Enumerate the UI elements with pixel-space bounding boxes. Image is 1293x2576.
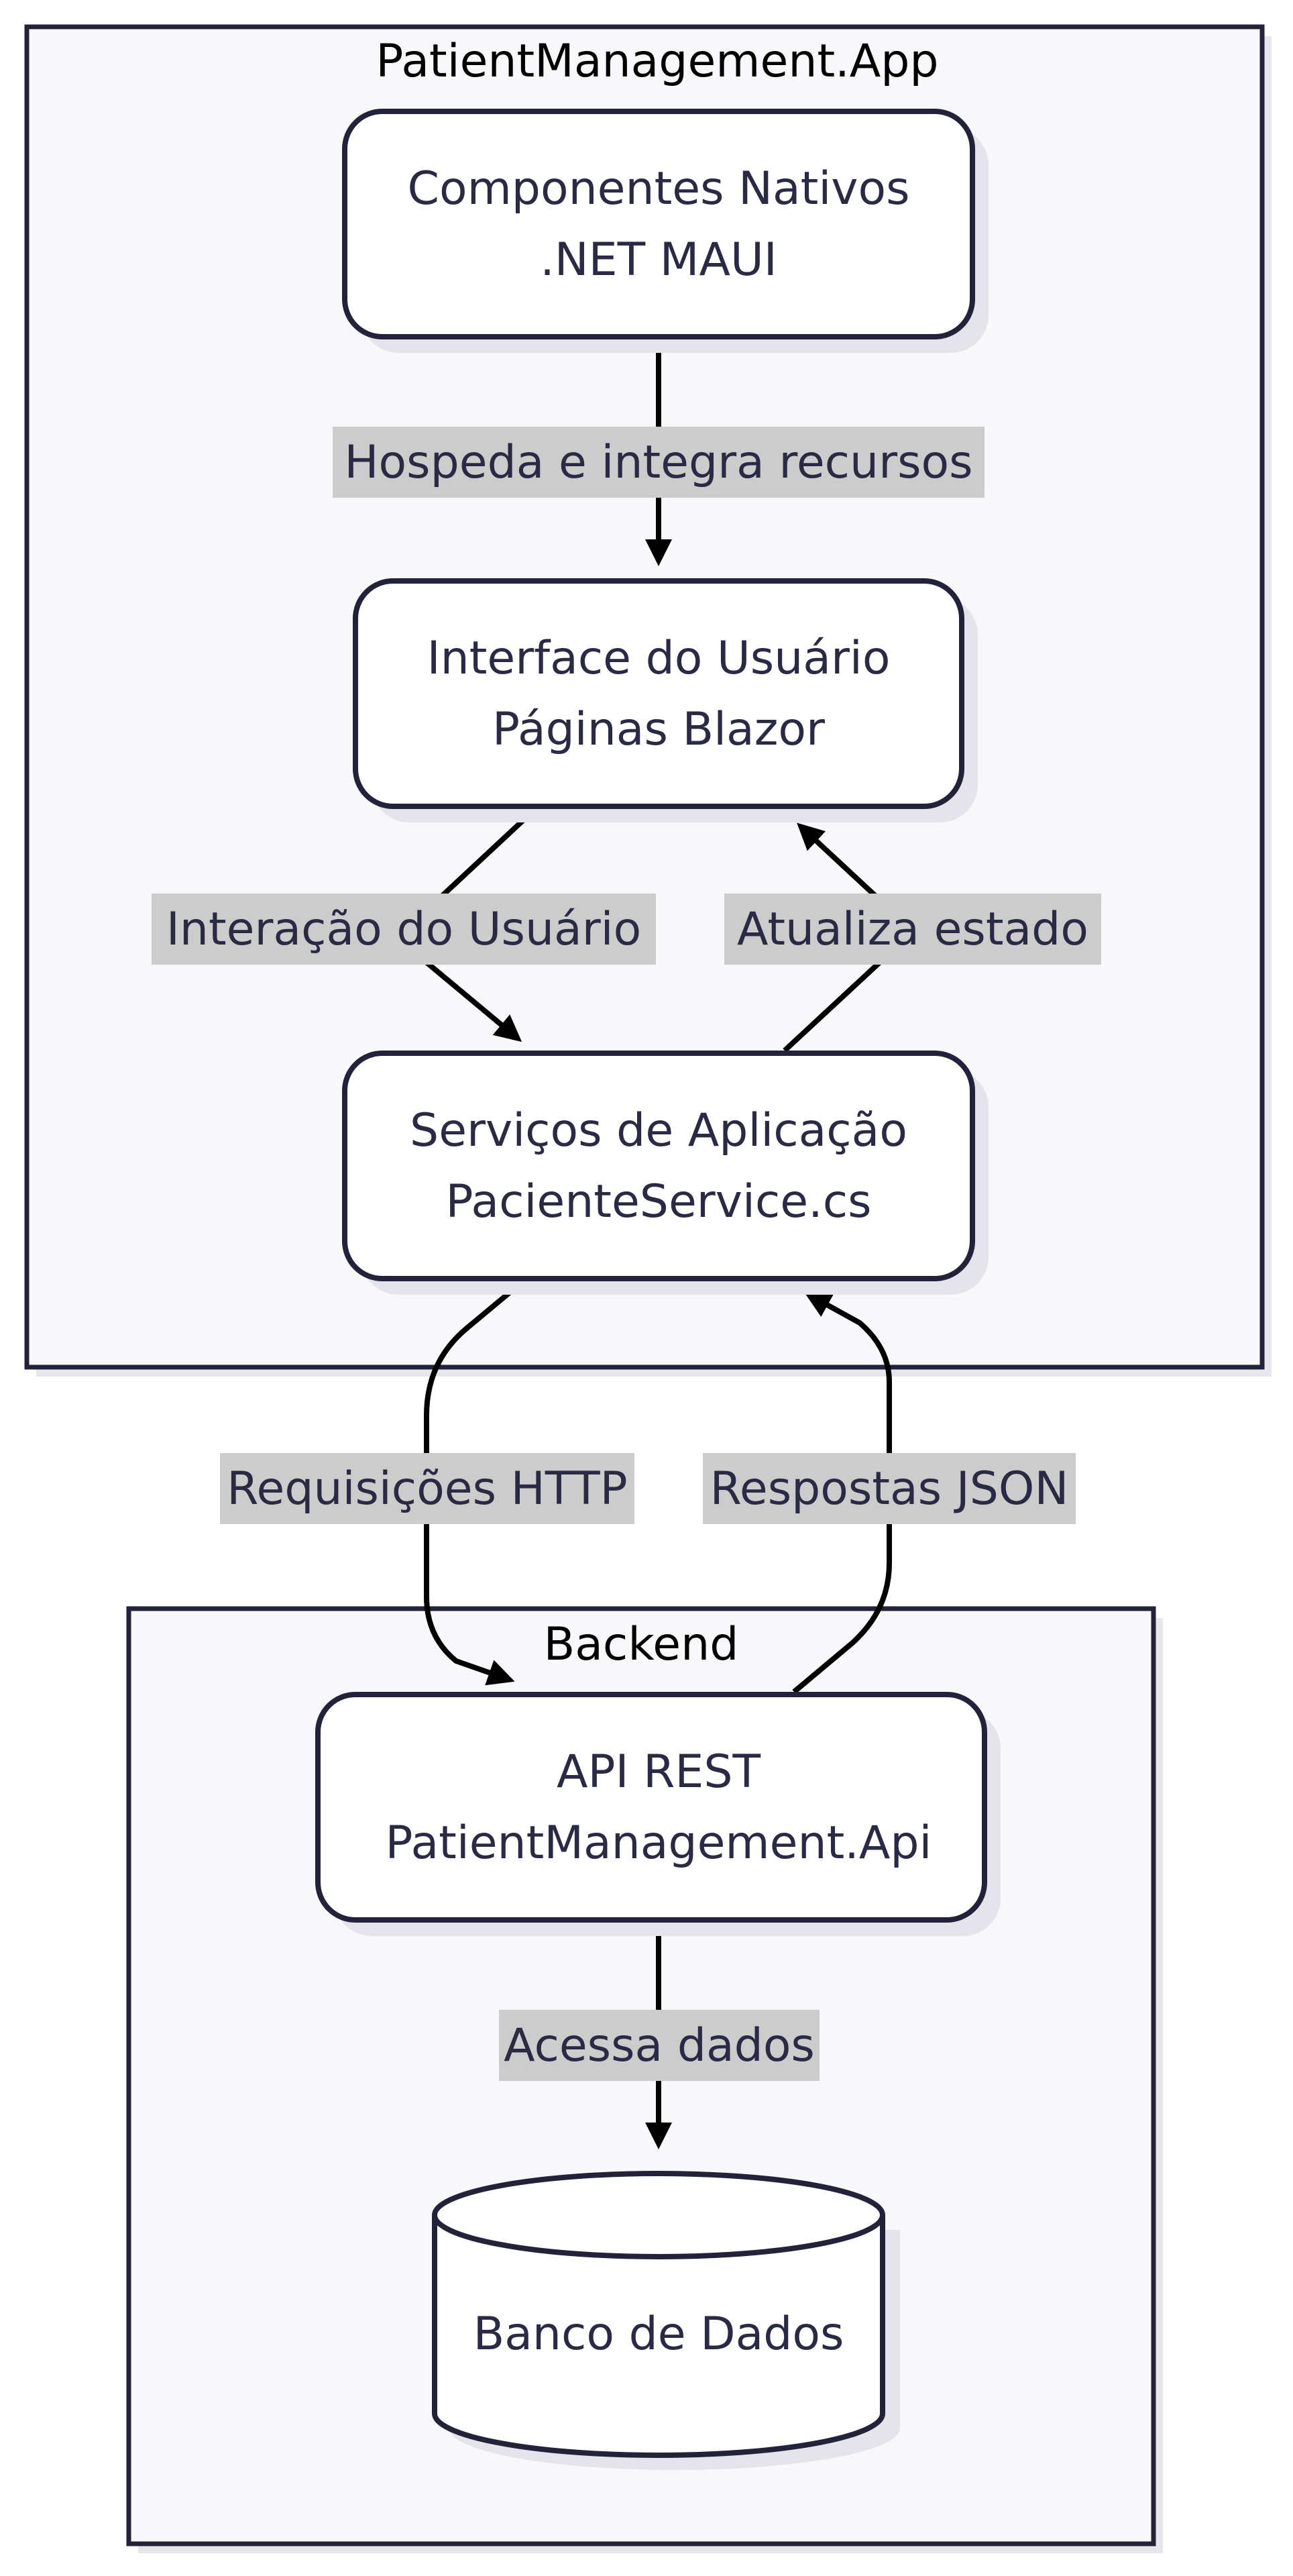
edge-label-text: Hospeda e integra recursos xyxy=(344,436,972,489)
node-interface-usuario: Interface do Usuário Páginas Blazor xyxy=(353,578,978,822)
edge-label-hospeda: Hospeda e integra recursos xyxy=(333,427,985,498)
node-title: API REST xyxy=(557,1746,761,1799)
edge-label-acessa: Acessa dados xyxy=(499,2010,820,2081)
edge-label-text: Interação do Usuário xyxy=(166,903,641,956)
node-subtitle: PacienteService.cs xyxy=(445,1175,871,1228)
edge-label-atualiza: Atualiza estado xyxy=(724,894,1101,965)
node-api-rest: API REST PatientManagement.Api xyxy=(315,1692,1001,1936)
edge-label-text: Requisições HTTP xyxy=(227,1462,627,1515)
cluster-title-backend: Backend xyxy=(544,1618,739,1671)
edge-api-to-services xyxy=(792,1292,892,1695)
cluster-title-app: PatientManagement.App xyxy=(376,35,938,88)
edge-label-text: Acessa dados xyxy=(504,2019,815,2072)
edge-label-text: Atualiza estado xyxy=(737,903,1088,956)
node-banco-de-dados: Banco de Dados xyxy=(432,2171,900,2470)
node-componentes-nativos: Componentes Nativos .NET MAUI xyxy=(342,109,989,353)
node-subtitle: PatientManagement.Api xyxy=(386,1817,932,1870)
edge-label-interacao: Interação do Usuário xyxy=(152,894,656,965)
node-title: Componentes Nativos xyxy=(407,162,909,215)
node-subtitle: Páginas Blazor xyxy=(492,703,825,756)
node-subtitle: .NET MAUI xyxy=(540,233,777,286)
edge-label-text: Respostas JSON xyxy=(710,1462,1069,1515)
node-title: Serviços de Aplicação xyxy=(410,1104,907,1157)
node-title: Interface do Usuário xyxy=(427,632,891,685)
edge-label-respostas: Respostas JSON xyxy=(703,1453,1076,1524)
node-title: Banco de Dados xyxy=(473,2308,844,2361)
edge-label-requisicoes: Requisições HTTP xyxy=(220,1453,634,1524)
edge-services-to-api xyxy=(424,1279,525,1686)
node-servicos-aplicacao: Serviços de Aplicação PacienteService.cs xyxy=(342,1051,989,1295)
